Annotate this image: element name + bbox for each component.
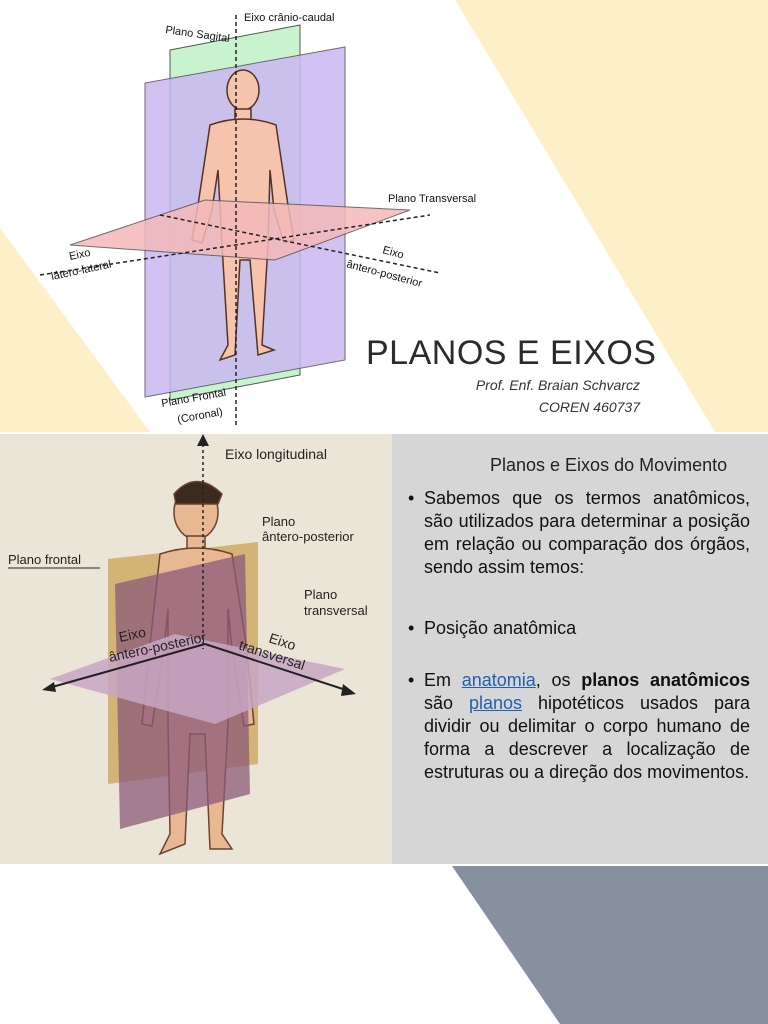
transverse-axis: [204, 643, 353, 693]
slide-title: PLANOS E EIXOS: [366, 334, 657, 372]
bullet-text-mid2: são: [424, 693, 469, 713]
bullet-item: Posição anatômica: [408, 617, 750, 669]
bullet-text-bold: planos anatômicos: [581, 670, 750, 690]
longitudinal-axis-arrow: [197, 434, 209, 446]
label-plano-sagital: Plano Sagital: [165, 24, 231, 45]
anatomical-planes-figure: Eixo crânio-caudal Plano Sagital Plano T…: [39, 12, 476, 426]
label-plano-antero-2: ântero-posterior: [262, 529, 354, 544]
bullet-item: Sabemos que os termos anatômicos, são ut…: [408, 487, 750, 617]
author-name: Prof. Enf. Braian Schvarcz: [475, 377, 640, 393]
transverse-arrow: [341, 684, 356, 696]
bullet-text: Posição anatômica: [424, 618, 577, 638]
transverse-plane: [50, 634, 345, 724]
bullet-text-pre: Em: [424, 670, 462, 690]
antero-posterior-arrow: [42, 682, 56, 692]
label-plano-antero-1: Plano: [262, 514, 295, 529]
bullet-list: Sabemos que os termos anatômicos, são ut…: [408, 487, 750, 784]
label-eixo-antero-1: Eixo: [117, 624, 147, 645]
antero-posterior-axis: [159, 214, 441, 274]
label-plano-transversal: Plano Transversal: [388, 193, 476, 205]
label-eixo-latero-2: látero-lateral: [50, 258, 112, 282]
anatomia-link[interactable]: anatomia: [461, 670, 536, 690]
author-block: Prof. Enf. Braian Schvarcz COREN 460737: [476, 374, 640, 418]
bullet-text-post: hipotéticos usados para dividir ou delim…: [424, 693, 750, 782]
label-plano-frontal-2: (Coronal): [176, 406, 223, 426]
antero-posterior-axis: [44, 643, 206, 690]
label-eixo-cranio-caudal: Eixo crânio-caudal: [244, 12, 335, 24]
author-registration: COREN 460737: [538, 399, 640, 415]
label-plano-transversal-1: Plano: [304, 587, 337, 602]
planos-link[interactable]: planos: [468, 693, 523, 713]
label-eixo-antero-1: Eixo: [381, 244, 405, 261]
cream-shape-left: [0, 228, 150, 432]
cream-shape-top-right: [455, 0, 768, 432]
transverse-plane: [69, 199, 411, 261]
label-eixo-antero-2: ântero-posterior: [345, 258, 423, 290]
bullet-text-mid1: , os: [535, 670, 582, 690]
slate-shape-bottom-right: [452, 866, 768, 1024]
label-plano-frontal: Plano frontal: [8, 552, 81, 567]
movement-planes-figure: Eixo longitudinal Plano ântero-posterior…: [0, 434, 392, 864]
label-plano-transversal-2: transversal: [304, 603, 368, 618]
label-eixo-latero-1: Eixo: [68, 247, 91, 263]
bullet-text: Sabemos que os termos anatômicos, são ut…: [424, 488, 750, 577]
latero-lateral-axis: [39, 214, 431, 276]
bullet-item: Em anatomia, os planos anatômicos são pl…: [408, 669, 750, 784]
label-eixo-longitudinal: Eixo longitudinal: [225, 446, 327, 462]
panel-title: Planos e Eixos do Movimento: [490, 455, 728, 475]
